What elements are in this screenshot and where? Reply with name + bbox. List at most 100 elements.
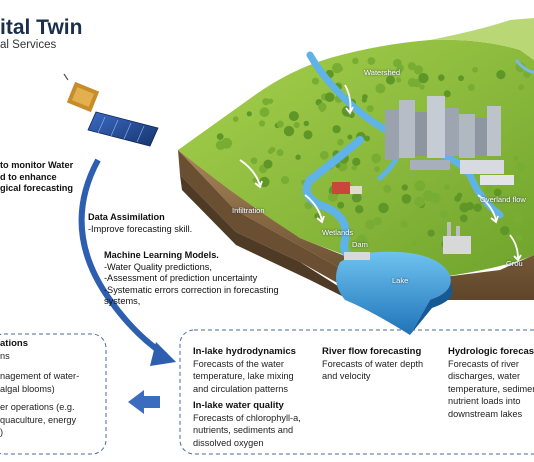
water-quality-line: Forecasts of chlorophyll-a, [193, 413, 301, 423]
tree [366, 105, 374, 113]
tree [356, 234, 368, 246]
tree [232, 116, 239, 122]
tree [396, 68, 402, 74]
tree [459, 202, 470, 213]
hydrologic-line: discharges, water [448, 371, 521, 382]
tree [258, 120, 266, 127]
tree [362, 94, 368, 100]
tree [276, 120, 284, 128]
magnifier-icon [514, 59, 534, 74]
tree [456, 192, 463, 199]
tree [215, 140, 226, 150]
tree [262, 98, 270, 106]
tree [485, 185, 495, 195]
tree [473, 203, 482, 212]
lake [336, 251, 453, 335]
tree [246, 111, 252, 117]
monitoring-note-line: d to enhance [0, 171, 57, 182]
tree [427, 229, 435, 237]
hydrologic-line: downstream lakes [448, 408, 523, 419]
tree [411, 240, 417, 246]
watershed-label: Watershed [364, 68, 400, 77]
factory [443, 222, 471, 254]
tree [386, 75, 395, 85]
ml-models-line: -Water Quality predictions, [104, 261, 212, 272]
river-flow-line: and velocity [322, 371, 371, 382]
operations-content: ations ns nagement of water- algal bloom… [0, 338, 79, 438]
tree [311, 77, 320, 85]
operations-title: ations [0, 338, 28, 349]
tree [472, 66, 478, 73]
tree [276, 149, 284, 157]
tree [414, 180, 426, 192]
hydrologic-line: nutrient loads into [448, 396, 521, 407]
tree [328, 192, 338, 202]
tree [516, 162, 526, 171]
tree [319, 150, 329, 160]
river-flow-title: River flow forecasting [322, 346, 422, 357]
water-quality-line: nutrients, sediments and [193, 425, 294, 436]
city [385, 96, 514, 185]
operations-line: ) [0, 427, 4, 438]
operations-line: ns [0, 351, 10, 361]
tree [400, 220, 408, 228]
water-quality-title: In-lake water quality [193, 400, 284, 411]
ml-models-title: Machine Learning Models. [104, 250, 219, 260]
tree [318, 102, 327, 112]
tree [440, 210, 448, 219]
tree [429, 192, 441, 204]
tree [413, 65, 424, 75]
tree [513, 212, 524, 223]
ml-models-line: -Systematic errors correction in forecas… [104, 284, 279, 295]
tree [332, 62, 343, 74]
operations-line: algal blooms) [0, 383, 55, 394]
operations-line: er operations (e.g. [0, 402, 75, 413]
forecasting-box [179, 329, 534, 455]
tree [496, 70, 506, 80]
tree [259, 107, 270, 118]
in-lake-hydrodynamics: In-lake hydrodynamics Forecasts of the w… [193, 346, 296, 395]
hydrologic-forecasting: Hydrologic forecastin Forecasts of river… [448, 346, 534, 420]
tree [374, 166, 380, 173]
in-lake-line: Forecasts of the water [193, 359, 284, 369]
tree [443, 90, 451, 98]
tree [347, 134, 353, 140]
tree [438, 227, 447, 237]
ml-models-block: Machine Learning Models. -Water Quality … [104, 250, 279, 308]
hydrologic-line: Forecasts of river [448, 359, 519, 369]
left-arrow [128, 390, 160, 414]
ml-models-line: systems, [104, 296, 141, 306]
tree [375, 83, 386, 94]
tree [493, 188, 502, 197]
data-assimilation-text: -Improve forecasting skill. [88, 223, 193, 234]
tree [263, 159, 273, 169]
tree [283, 125, 295, 137]
tree [515, 62, 526, 73]
tree [337, 201, 345, 209]
tree [515, 234, 523, 241]
tree [383, 184, 392, 193]
tree [324, 92, 335, 102]
flow-arrows [239, 84, 522, 262]
in-lake-hydrodynamics-title: In-lake hydrodynamics [193, 346, 296, 357]
monitoring-note-line: gical forecasting [0, 183, 74, 193]
tree [407, 62, 416, 71]
in-lake-line: and circulation patterns [193, 383, 288, 394]
tree [458, 75, 464, 82]
tree [500, 226, 510, 236]
tree [365, 219, 376, 230]
satellite [63, 73, 159, 147]
tree [352, 157, 361, 166]
dam-label: Dam [352, 240, 368, 249]
tree [267, 148, 274, 155]
wetlands-label: Wetlands [322, 228, 354, 237]
tree [314, 213, 321, 220]
tree [280, 176, 290, 185]
river-flow-line: Forecasts of water depth [322, 359, 424, 369]
overland-flow-label: Overland flow [480, 195, 526, 204]
tree [393, 58, 402, 68]
tree [401, 184, 408, 191]
infiltration-label: Infiltration [232, 206, 265, 215]
tree [513, 174, 521, 182]
